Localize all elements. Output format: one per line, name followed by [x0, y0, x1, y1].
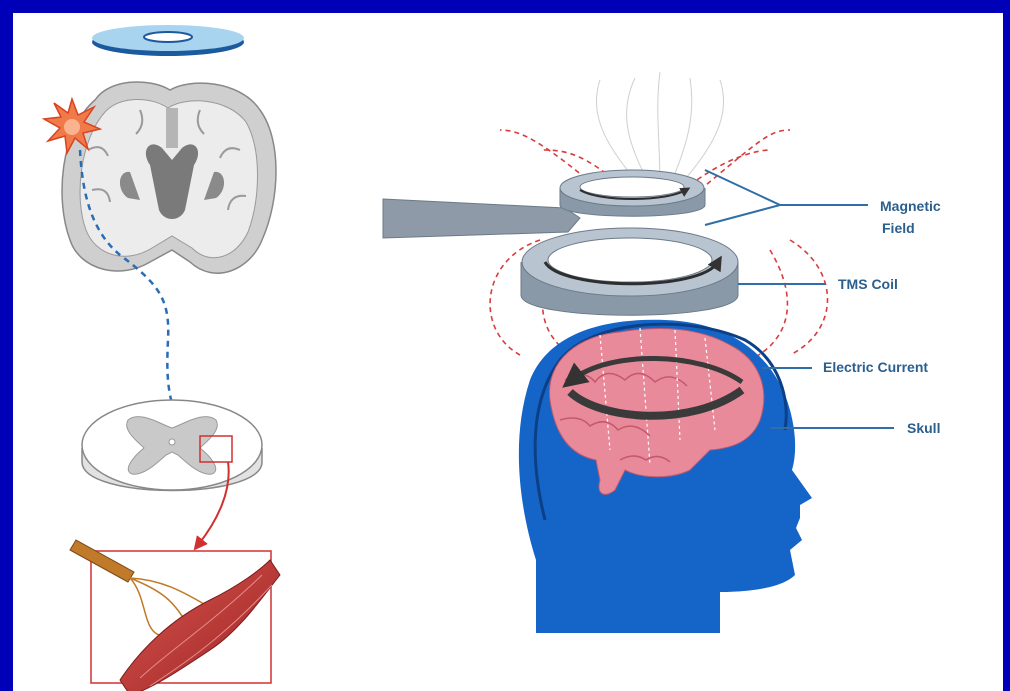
- skull-label: Skull: [907, 420, 940, 436]
- diagram-frame: Magnetic Field TMS Coil Electric Current…: [13, 13, 1003, 691]
- magnetic-field-label-line1: Magnetic: [880, 198, 941, 214]
- tms-coil-icon: [383, 170, 738, 315]
- tms-coil-label: TMS Coil: [838, 276, 898, 292]
- magnetic-field-label: Magnetic Field: [880, 198, 945, 236]
- field-lines-faint: [596, 72, 723, 185]
- brain-coronal-section-icon: [62, 82, 276, 273]
- tms-coil-disc-icon: [92, 25, 244, 56]
- electric-current-label: Electric Current: [823, 359, 928, 375]
- muscle-nerve-icon: [70, 540, 280, 691]
- tms-diagram: Magnetic Field TMS Coil Electric Current…: [13, 13, 1003, 691]
- spinal-cord-section-icon: [82, 400, 262, 491]
- magnetic-field-label-line2: Field: [882, 220, 915, 236]
